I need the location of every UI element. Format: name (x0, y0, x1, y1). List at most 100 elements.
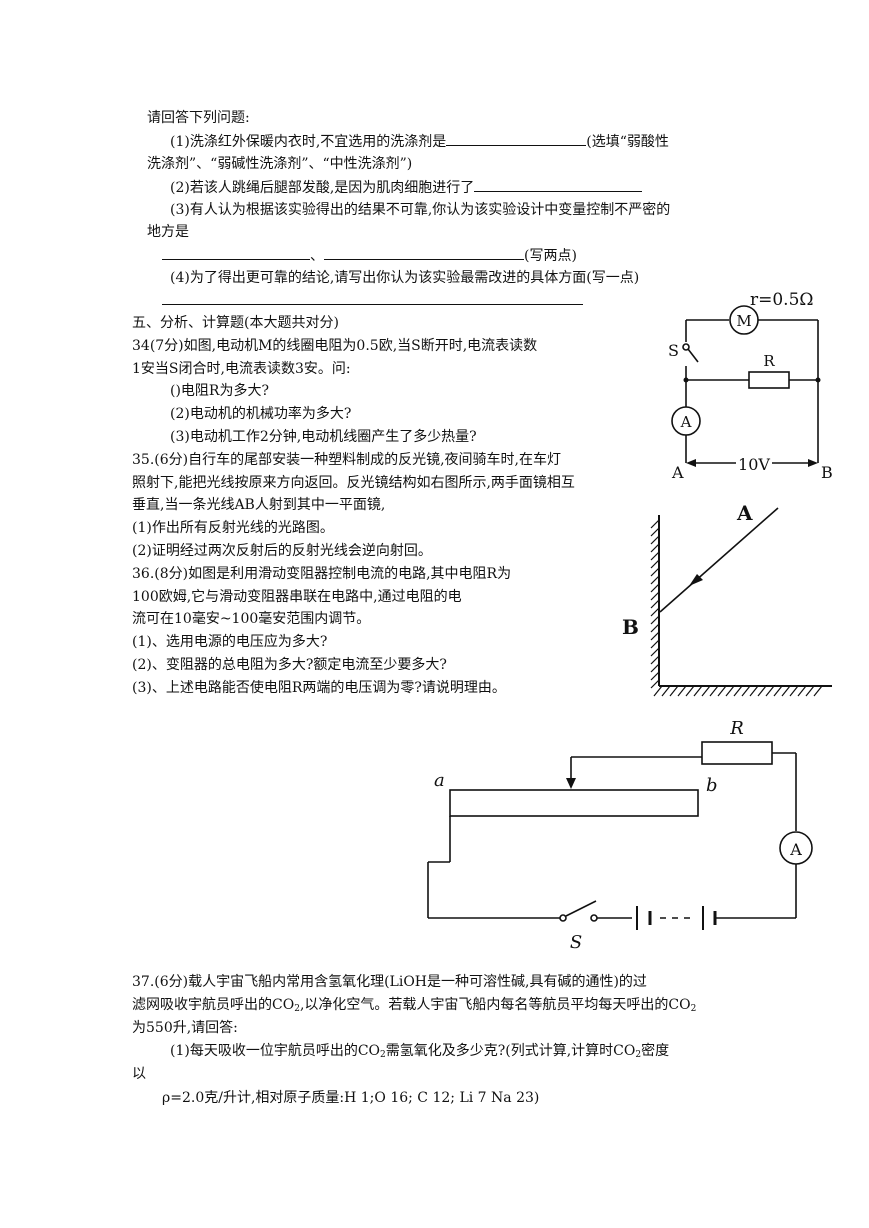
resistor-r-symbol (701, 741, 773, 765)
mirror-hatch (650, 599, 660, 609)
question-1-text: (1)洗涤红外保暖内衣时,不宜选用的洗涤剂是 (170, 134, 447, 150)
question-3-cont: 地方是 (147, 224, 189, 240)
mirror-hatch (805, 685, 815, 697)
answer-blank[interactable] (162, 245, 310, 260)
point-label-b: B (622, 615, 639, 639)
problem-34-line-2: 1安当S闭合时,电流表读数3安。问: (132, 361, 351, 377)
subscript: 2 (380, 1050, 386, 1060)
question-1-hint: (选填“弱酸性 (586, 134, 669, 150)
mirror-hatch (797, 685, 807, 697)
ammeter-a-symbol (779, 831, 813, 865)
ray-arrowhead (689, 574, 703, 586)
question-1-cont: 洗涤剂”、“弱碱性洗涤剂”、“中性洗涤剂”) (147, 156, 413, 172)
problem-36-q1: (1)、选用电源的电压应为多大? (132, 634, 328, 650)
problem-35-q2: (2)证明经过两次反射后的反射光线会逆向射回。 (132, 543, 432, 559)
ammeter-a-label: A (789, 840, 802, 859)
mirror-hatch (650, 543, 660, 553)
ammeter-symbol (671, 406, 701, 436)
mirror-hatch (685, 685, 695, 697)
mirror-hatch (650, 559, 660, 569)
problem-37-text: 滤网吸收宇航员呼出的CO (132, 997, 295, 1013)
problem-36-line-3: 流可在10毫安~100毫安范围内调节。 (132, 611, 371, 627)
resistor-symbol (748, 371, 790, 389)
mirror-hatch (789, 685, 799, 697)
question-3: (3)有人认为根据该实验得出的结果不可靠,你认为该实验设计中变量控制不严密的 (170, 202, 671, 218)
ammeter-label: A (680, 413, 692, 431)
mirror-hatch (813, 685, 823, 697)
resistor-r-label: R (729, 718, 744, 739)
problem-37-q1-text: 密度 (641, 1043, 670, 1059)
problem-36-line-1: 36.(8分)如图是利用滑动变阻器控制电流的电路,其中电阻R为 (132, 566, 512, 582)
mirror-hatch (733, 685, 743, 697)
intro-line: 请回答下列问题: (147, 110, 250, 126)
section-5-heading: 五、分析、计算题(本大题共对分) (132, 315, 339, 331)
slider-arrow (566, 778, 576, 789)
question-3-hint: (写两点) (524, 248, 577, 264)
mirror-hatch (741, 685, 751, 697)
problem-37-q1-text: (1)每天吸收一位宇航员呼出的CO (170, 1043, 381, 1059)
question-3-blanks: 、(写两点) (162, 245, 577, 266)
mirror-hatch (650, 663, 660, 673)
motor-label: M (736, 312, 751, 330)
switch-s-label: S (570, 932, 582, 953)
problem-34-line-1: 34(7分)如图,电动机M的线圈电阻为0.5欧,当S断开时,电流表读数 (132, 338, 538, 354)
answer-blank[interactable] (162, 290, 583, 305)
mirror-hatch (781, 685, 791, 697)
mirror-hatch (749, 685, 759, 697)
motor-resistance-label: r=0.5Ω (750, 290, 814, 310)
question-4: (4)为了得出更可靠的结论,请写出你认为该实验最需改进的具体方面(写一点) (170, 270, 640, 286)
mirror-hatch (669, 685, 679, 697)
mirror-hatch (709, 685, 719, 697)
mirror-hatch (773, 685, 783, 697)
answer-blank[interactable] (446, 131, 587, 146)
problem-37-q1-text: 需氢氧化及多少克?(列式计算,计算时CO (385, 1043, 636, 1059)
switch-s-terminal (590, 914, 598, 922)
mirror-hatch (650, 639, 660, 649)
mirror-hatch (765, 685, 775, 697)
problem-36-q2: (2)、变阻器的总电阻为多大?额定电流至少要多大? (132, 657, 447, 673)
mirror-hatch (650, 679, 660, 689)
mirror-hatch (757, 685, 767, 697)
problem-37-line-1: 37.(6分)载人宇宙飞船内常用含氢氧化理(LiOH是一种可溶性碱,具有碱的通性… (132, 974, 647, 990)
mirror-hatch (650, 567, 660, 577)
problem-34-q2: (2)电动机的机械功率为多大? (170, 406, 352, 422)
mirror-hatch (650, 631, 660, 641)
mirror-hatch (650, 591, 660, 601)
problem-35-line-2: 照射下,能把光线按原来方向返回。反光镜结构如右图所示,两手面镜相互 (132, 475, 575, 491)
mirror-hatch (650, 583, 660, 593)
problem-34-q3: (3)电动机工作2分钟,电动机线圈产生了多少热量? (170, 429, 477, 445)
switch-terminal (682, 343, 690, 351)
switch-s-arm (565, 900, 597, 917)
rheostat-end-b-label: b (706, 775, 718, 796)
mirror-hatch (650, 551, 660, 561)
mirror-hatch (650, 615, 660, 625)
incident-ray (659, 507, 779, 613)
mirror-hatch (650, 575, 660, 585)
voltage-label: 10V (738, 455, 770, 474)
mirror-hatch (650, 655, 660, 665)
mirror-hatch (650, 519, 660, 529)
mirror-hatch (677, 685, 687, 697)
problem-37-line-5: ρ=2.0克/升计,相对原子质量:H 1;O 16; C 12; Li 7 Na… (162, 1090, 540, 1106)
mirror-hatch (725, 685, 735, 697)
terminal-b-label: B (821, 463, 833, 482)
subscript: 2 (294, 1004, 300, 1014)
switch-label: S (668, 341, 679, 360)
answer-blank[interactable] (474, 177, 643, 192)
mirror-hatch (650, 607, 660, 617)
problem-37-text: ,以净化空气。若载人宇宙飞船内每名等航员平均每天呼出的CO (299, 997, 691, 1013)
mirror-hatch (661, 685, 671, 697)
problem-34-q1: ()电阻R为多大? (170, 383, 269, 399)
resistor-label: R (763, 352, 775, 370)
mirror-hatch (653, 685, 663, 697)
problem-36-line-2: 100欧姆,它与滑动变阻器串联在电路中,通过电阻的电 (132, 589, 462, 605)
subscript: 2 (690, 1004, 697, 1014)
mirror-hatch (650, 647, 660, 657)
mirror-hatch (717, 685, 727, 697)
mirror-hatch (650, 535, 660, 545)
answer-blank[interactable] (324, 245, 524, 260)
problem-36-q3: (3)、上述电路能否使电阻R两端的电压调为零?请说明理由。 (132, 680, 506, 696)
rheostat-symbol (449, 789, 699, 817)
problem-37-line-4: 以 (132, 1066, 146, 1082)
question-1: (1)洗涤红外保暖内衣时,不宜选用的洗涤剂是 (选填“弱酸性 (170, 131, 669, 152)
